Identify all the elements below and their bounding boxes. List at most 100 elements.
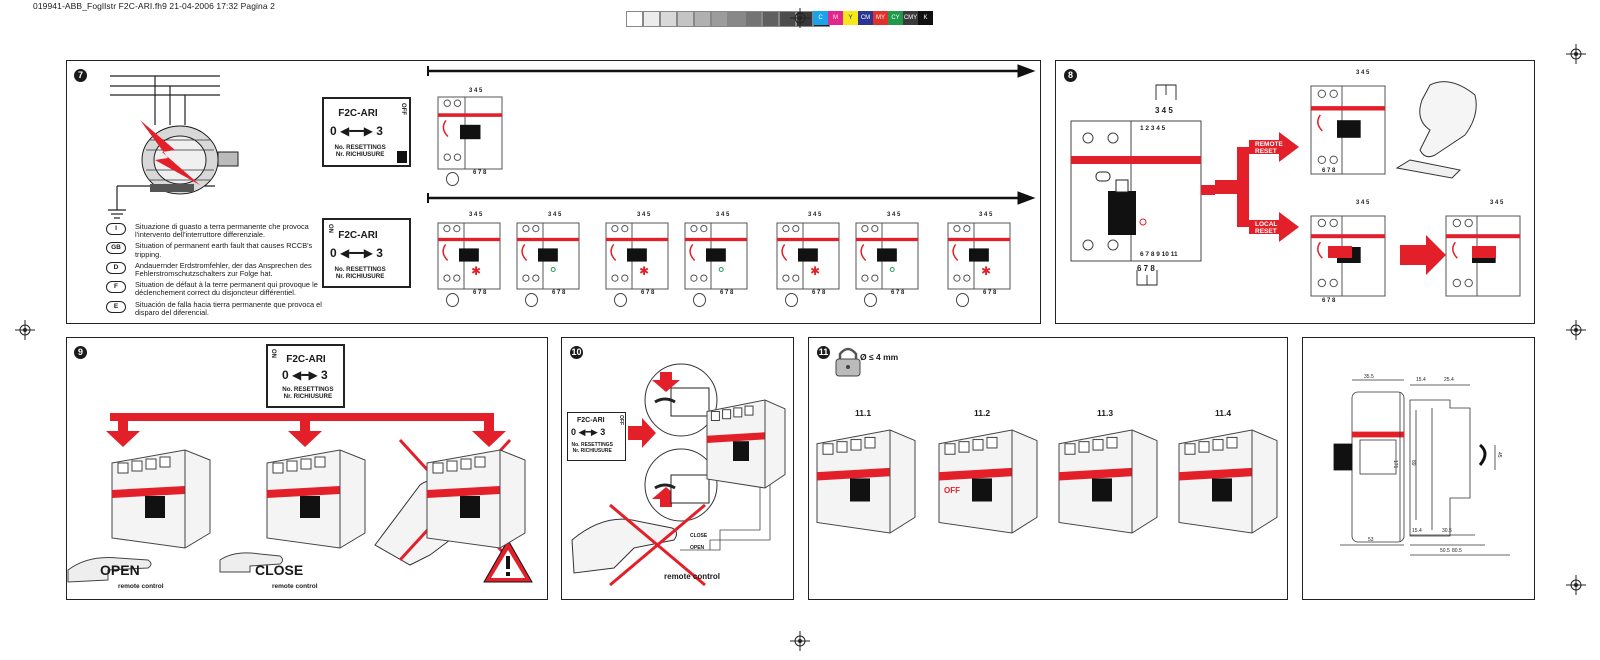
gray-patch: [626, 11, 643, 27]
remote-reset-label: REMOTE RESET: [1255, 141, 1283, 155]
svg-text:✱: ✱: [810, 264, 820, 278]
lamp-icon: [614, 293, 627, 307]
terminal-label: 3 4 5: [716, 212, 730, 218]
switch-state-label: ON: [327, 224, 333, 233]
terminal-label: 6 7 8: [473, 170, 487, 176]
rccb-perspective-icon: [111, 449, 211, 549]
dimension-label: 30.5: [1442, 528, 1452, 534]
terminal-row-label: 1 2 3 4 5: [1140, 125, 1166, 132]
lightning-icon: [140, 120, 200, 185]
terminal-label: 6 7 8: [641, 290, 655, 296]
language-badge: F: [106, 281, 126, 294]
terminal-label: 3 4 5: [887, 212, 901, 218]
legend-text: Situation de défaut à la terre permanent…: [135, 280, 318, 298]
legend-row: E Situación de falla hacia tierra permane…: [106, 299, 325, 317]
terminal-label: 6 7 8: [1322, 168, 1336, 174]
local-reset-label: LOCAL RESET: [1255, 221, 1278, 235]
dimension-label: 25.4: [1444, 377, 1454, 383]
step-label: 11.1: [855, 408, 872, 418]
legend-row: F Situation de défaut à la terre permanen…: [106, 281, 325, 297]
gray-patch: [728, 11, 745, 27]
color-patch: K: [918, 11, 933, 25]
panel-11-number: 11: [817, 346, 830, 359]
lamp-icon: [693, 293, 706, 307]
rccb-device-icon: ✱: [605, 222, 669, 290]
rccb-perspective-icon: [1058, 429, 1158, 534]
svg-text:✱: ✱: [981, 264, 991, 278]
lamp-icon: [446, 293, 459, 307]
direction-arrow-icon: [1472, 246, 1496, 258]
terminal-label: 6 7 8: [891, 290, 905, 296]
color-patch: CMY: [903, 11, 918, 25]
terminal-label: 6 7 8: [720, 290, 734, 296]
dimension-label: 89: [1410, 460, 1416, 466]
step-label: 11.2: [974, 408, 991, 418]
rccb-device-icon: [437, 96, 503, 170]
dimension-label: 50.5: [1440, 548, 1450, 554]
dimension-label: 35.5: [1364, 374, 1374, 380]
open-small-label: OPEN: [690, 545, 705, 551]
switch-state-label: OFF: [400, 103, 406, 115]
remote-control-label: remote control: [664, 572, 721, 581]
terminal-label: 3 4 5: [808, 212, 822, 218]
color-patch: MY: [873, 11, 888, 25]
svg-text:✱: ✱: [639, 264, 649, 278]
svg-text:✱: ✱: [471, 264, 481, 278]
terminal-row-bottom-label: 6 7 8 9 10 11: [1140, 251, 1178, 258]
legend-text: Situation of permanent earth fault that …: [135, 241, 313, 259]
terminal-label: 3 4 5: [1356, 200, 1370, 206]
terminal-label: 3 4 5: [1356, 70, 1370, 76]
dimension-label: 15.4: [1416, 377, 1426, 383]
panel-7-number: 7: [74, 69, 87, 82]
switch-lever: [397, 151, 407, 163]
rccb-perspective-icon: [426, 449, 526, 549]
terminal-label: 6 7 8: [812, 290, 826, 296]
open-label: OPEN: [100, 562, 140, 578]
rccb-perspective-icon: [938, 429, 1038, 534]
gray-patch: [745, 11, 762, 27]
rccb-device-icon: ✱: [947, 222, 1011, 290]
legend-text: Situación de falla hacia tierra permanen…: [135, 299, 322, 317]
rccb-device-icon: [1310, 85, 1386, 175]
gray-patch: [643, 11, 660, 27]
legend-text: Situazione di guasto a terra permanente …: [135, 222, 309, 240]
terminal-label-bottom: 6 7 8: [1137, 264, 1155, 273]
panel-10-number: 10: [570, 346, 583, 359]
dimension-label: 53: [1368, 537, 1374, 543]
gray-patch: [694, 11, 711, 27]
terminal-label: 3 4 5: [469, 212, 483, 218]
terminal-label: 3 4 5: [1490, 200, 1504, 206]
terminal-label: 3 4 5: [637, 212, 651, 218]
dimension-label: 171: [1392, 460, 1398, 469]
color-patch: C: [813, 11, 828, 25]
rccb-perspective-icon: [266, 449, 366, 549]
close-label: CLOSE: [255, 562, 304, 578]
gray-patch: [711, 11, 728, 27]
color-patch: CM: [858, 11, 873, 25]
lamp-icon: [956, 293, 969, 307]
rccb-device-icon: [855, 222, 919, 290]
color-patch: M: [828, 11, 843, 25]
color-patch: Y: [843, 11, 858, 25]
terminal-label: 3 4 5: [469, 88, 483, 94]
file-header: 019941-ABB_FoglIstr F2C-ARI.fh9 21-04-20…: [33, 1, 275, 11]
gray-patch: [677, 11, 694, 27]
gray-patch: [762, 11, 779, 27]
dimension-label: 80.5: [1452, 548, 1462, 554]
direction-arrow-icon: [1328, 246, 1352, 258]
language-badge: E: [106, 300, 126, 313]
remote-control-label: remote control: [118, 583, 164, 590]
gray-patch: [660, 11, 677, 27]
lamp-icon: [446, 172, 459, 186]
